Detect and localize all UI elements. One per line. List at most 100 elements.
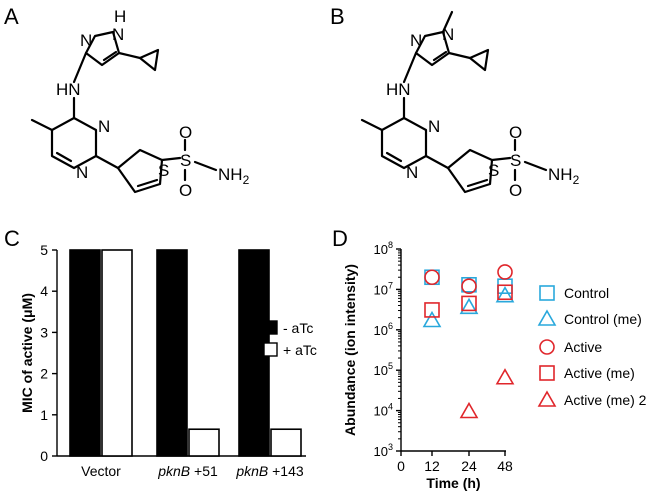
atom-o-top: O	[179, 123, 192, 142]
pyrimidine-ring	[380, 116, 428, 170]
atom-o-top: O	[509, 123, 522, 142]
sulfonyl-bond	[490, 156, 512, 162]
atom-n-pyrazole-1: N	[112, 25, 124, 44]
cyclopropyl-ring	[138, 48, 160, 72]
atom-s-sulfonyl: S	[180, 151, 191, 170]
atom-n-pyrimidine-1: N	[428, 117, 440, 136]
legend-label-0: Control	[564, 285, 609, 301]
legend-label-4: Active (me) 2	[564, 392, 647, 408]
sulfonyl-bond	[160, 156, 182, 162]
y-tick-label: 3	[40, 324, 48, 340]
atom-hn: HN	[56, 80, 81, 99]
atom-n-pyrimidine-2: N	[406, 163, 418, 182]
molecule-b: N N HN N N S S O O NH2	[360, 10, 580, 200]
n-methyl-bond	[441, 10, 454, 34]
y-tick-label: 2	[40, 366, 48, 382]
thiophene-ring	[446, 148, 494, 194]
thiophene-double-bond	[136, 178, 159, 188]
amine-bond-top	[402, 51, 418, 84]
y-tick-label: 0	[40, 448, 48, 464]
cyclopropyl-link	[117, 51, 142, 60]
cyclopropyl-ring	[468, 48, 490, 72]
panel-label-a: A	[4, 4, 19, 29]
atom-nh2: NH2	[548, 165, 580, 187]
point-1-0	[422, 310, 442, 328]
atom-h: H	[114, 7, 126, 26]
y-tick-label: 106	[374, 321, 393, 338]
atom-s-thiophene: S	[158, 161, 169, 180]
pyrazole-double-bond	[432, 50, 448, 62]
x-tick-label: Vector	[81, 463, 121, 479]
legend-label-0: - aTc	[283, 320, 313, 336]
y-tick-label: 105	[374, 361, 393, 378]
bar-minus-atc-1	[156, 249, 188, 457]
legend-label-1: Control (me)	[564, 311, 642, 327]
pyrazole-double-bond	[102, 50, 118, 62]
legend-label-2: Active	[564, 339, 602, 355]
legend-marker-1	[537, 309, 557, 326]
point-3-1	[461, 295, 477, 312]
atom-hn: HN	[386, 80, 411, 99]
amine-bond-top	[72, 51, 88, 84]
x-tick-label: pknB +143	[235, 463, 304, 479]
legend-swatch-0	[263, 320, 278, 335]
atom-n-pyrazole-2: N	[80, 31, 92, 50]
atom-o-bottom: O	[509, 181, 522, 200]
atom-n-pyrazole-1: N	[442, 25, 454, 44]
cyclopropyl-link	[447, 51, 472, 60]
atom-nh2: NH2	[218, 165, 250, 187]
point-1-2	[495, 286, 515, 303]
methyl-bond	[360, 118, 384, 132]
x-tick-label: 24	[461, 458, 477, 474]
thiophene-double-bond	[466, 178, 489, 188]
pyrazole-ring	[414, 30, 451, 67]
x-axis-label: Time (h)	[426, 475, 480, 491]
atom-s-thiophene: S	[488, 161, 499, 180]
panel-label-d: D	[332, 226, 348, 251]
atom-s-sulfonyl: S	[510, 151, 521, 170]
x-tick-label: 12	[424, 458, 440, 474]
y-tick-label: 1	[40, 407, 48, 423]
pyrimidine-double-bond	[385, 151, 403, 163]
y-tick-label: 4	[40, 283, 48, 299]
atom-o-bottom: O	[179, 181, 192, 200]
point-2-0	[424, 269, 440, 286]
x-tick-label: pknB +51	[157, 463, 218, 479]
atom-n-pyrazole-2: N	[410, 31, 422, 50]
thiophene-ring	[116, 148, 164, 194]
y-tick-label: 108	[374, 240, 393, 257]
pyrimidine-ring	[50, 116, 98, 170]
bar-plus-atc-2	[270, 428, 302, 457]
panel-label-c: C	[4, 226, 20, 251]
point-3-2	[497, 284, 513, 301]
point-3-0	[424, 302, 440, 318]
legend-label-3: Active (me)	[564, 365, 635, 381]
point-2-2	[497, 264, 513, 280]
thiophene-link	[94, 154, 120, 170]
x-tick-label: 0	[397, 458, 405, 474]
legend-marker-4	[537, 390, 557, 407]
bar-minus-atc-0	[69, 249, 101, 457]
pyrimidine-double-bond	[55, 151, 73, 163]
y-axis-label: Abundance (ion intensity)	[342, 264, 358, 436]
legend-label-1: + aTc	[283, 342, 317, 358]
bar-plus-atc-1	[188, 428, 220, 457]
thiophene-link	[424, 154, 450, 170]
y-tick-label: 103	[374, 442, 393, 459]
legend-marker-0	[539, 285, 555, 301]
legend-marker-2	[539, 339, 555, 355]
sn-bond	[523, 160, 548, 172]
panel-label-b: B	[330, 4, 345, 29]
y-tick-label: 5	[40, 242, 48, 258]
legend-swatch-1	[263, 342, 278, 357]
y-tick-label: 104	[374, 402, 393, 419]
y-axis-label: MIC of active (μM)	[19, 293, 35, 413]
sn-bond	[193, 160, 218, 172]
y-tick-label: 107	[374, 280, 393, 297]
molecule-a: H N N HN N N S S O O NH2	[30, 7, 250, 200]
atom-n-pyrimidine-1: N	[98, 117, 110, 136]
point-1-1	[459, 297, 479, 315]
point-4-0	[459, 401, 479, 419]
